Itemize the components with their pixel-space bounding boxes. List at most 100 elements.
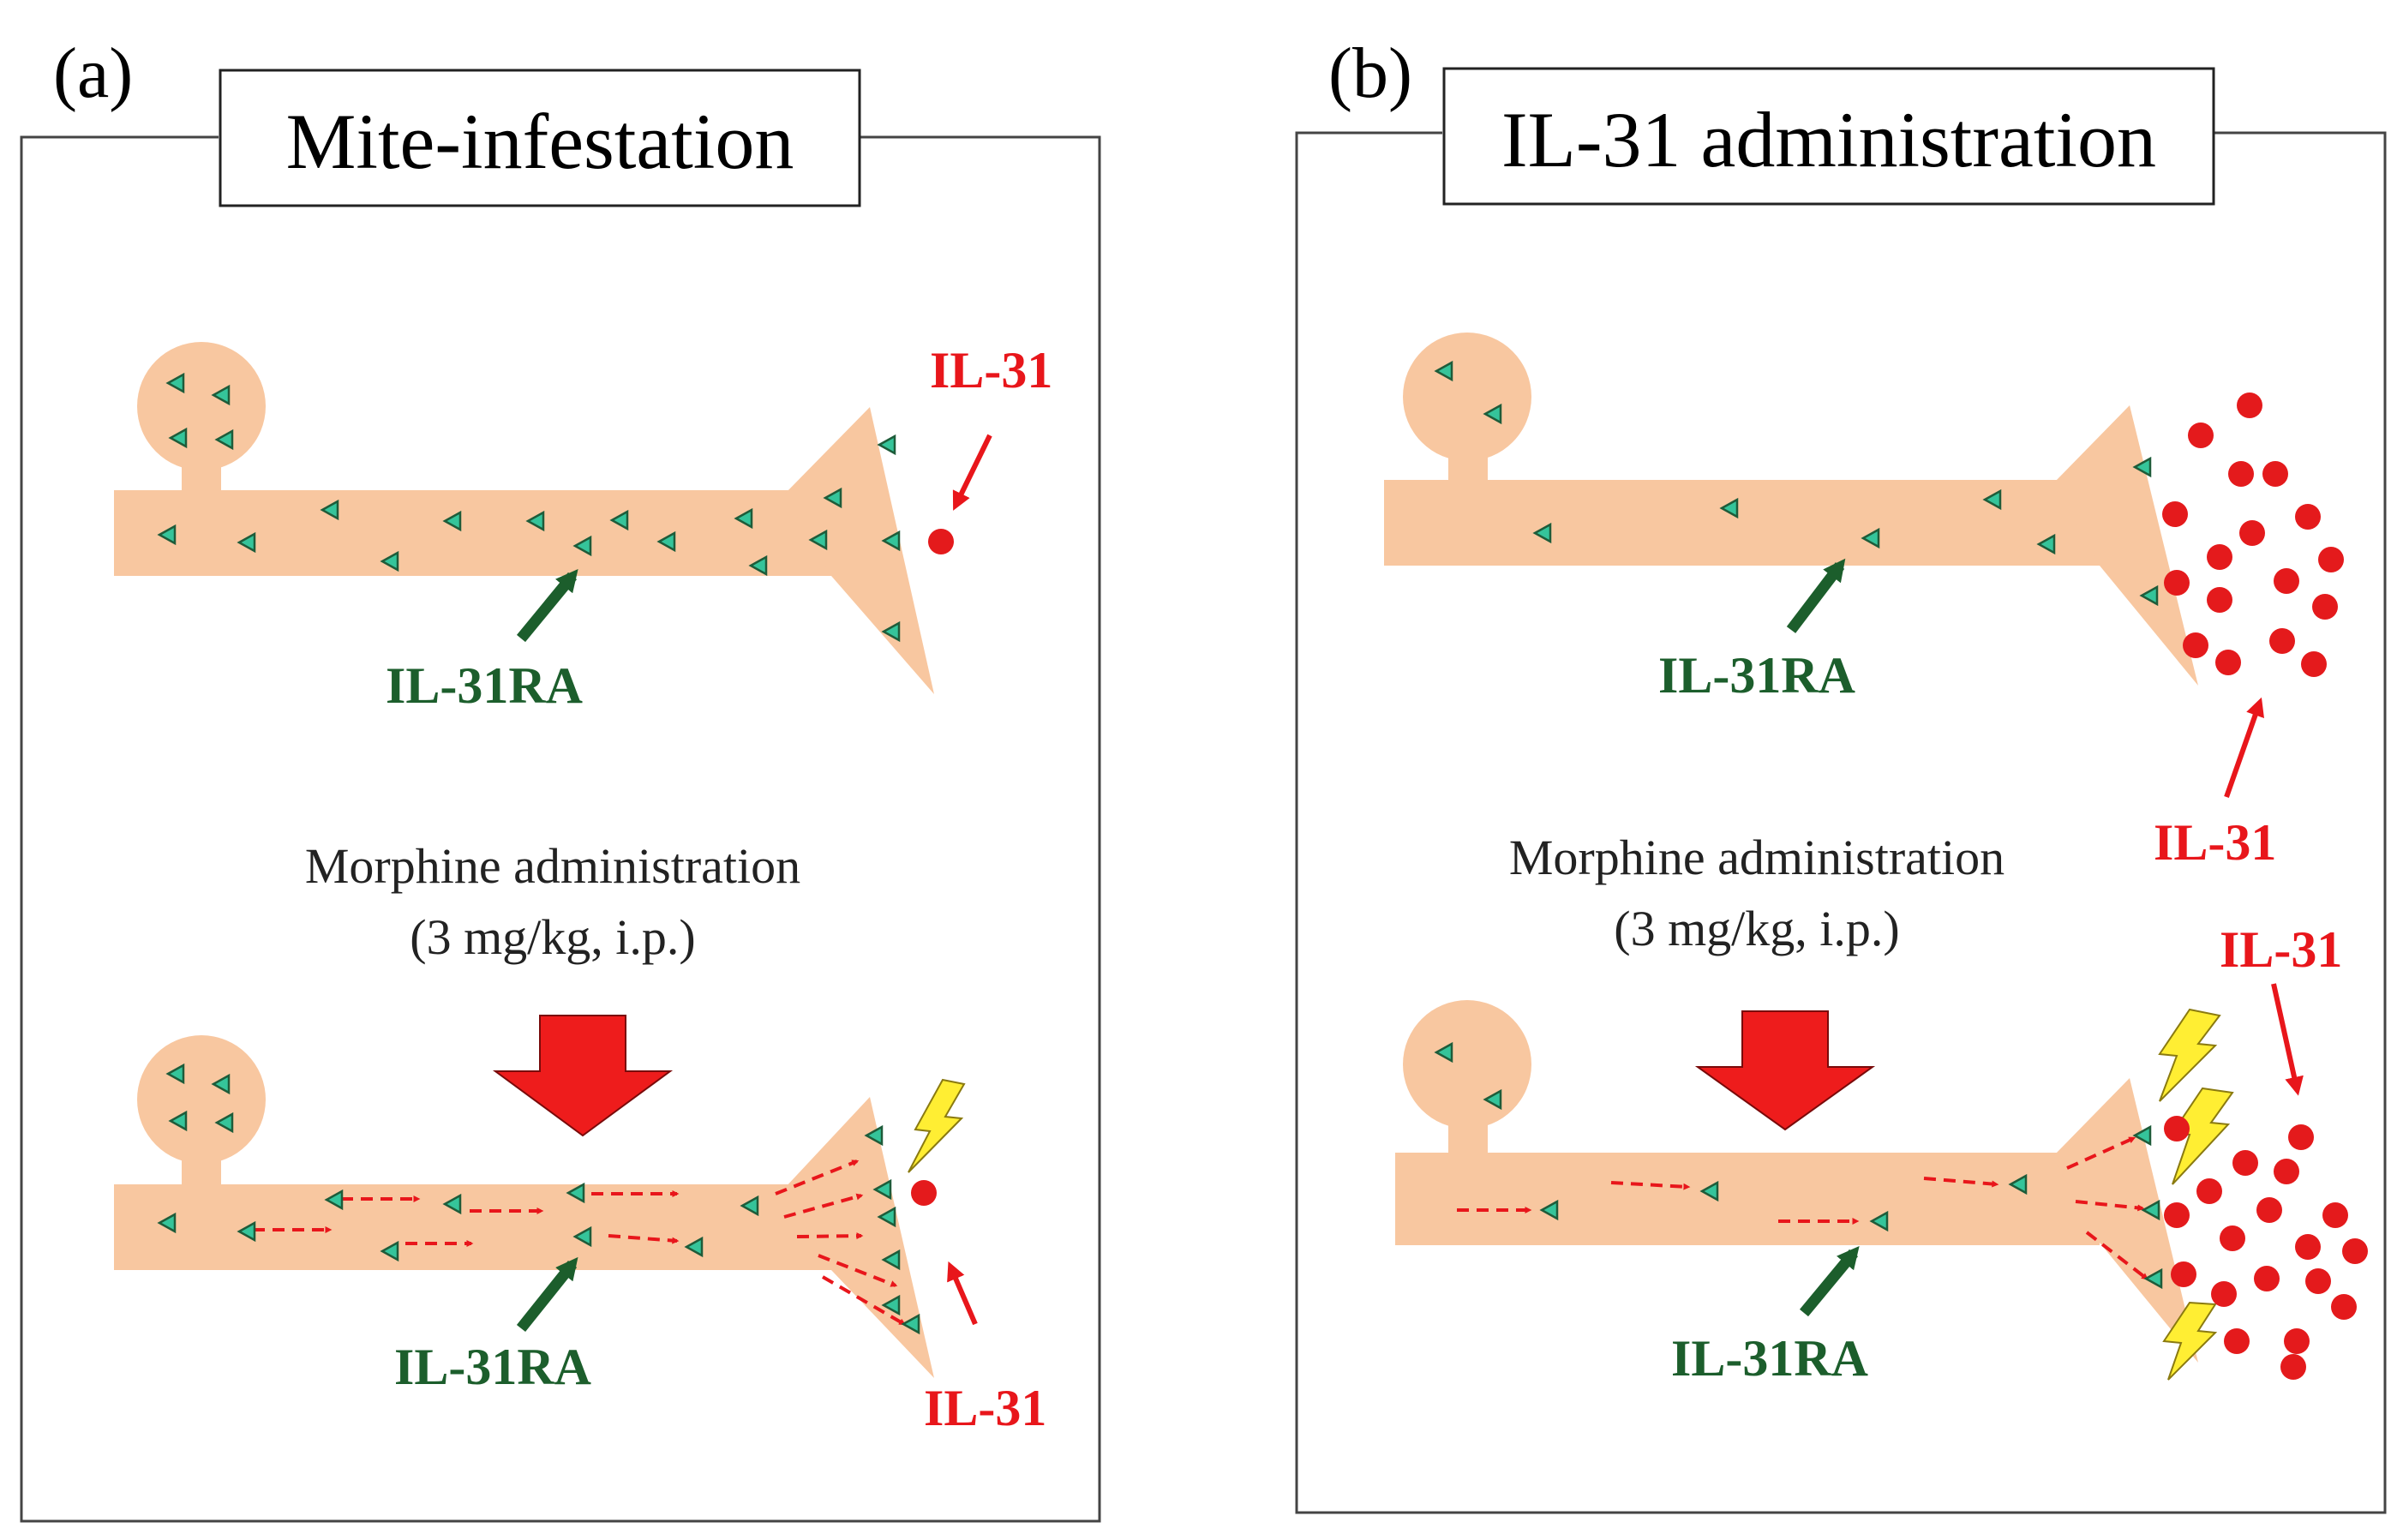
il31-pointer-arrow: [952, 434, 992, 511]
signal-dashed-arrows: [1457, 1136, 2148, 1280]
il31-molecule-cluster: [2164, 1116, 2368, 1380]
neuron-axon: [1384, 480, 2100, 566]
neuron-shape: [114, 342, 934, 694]
il31ra-receptor: [168, 1110, 188, 1132]
il31ra-receptor: [1434, 1041, 1453, 1064]
il31ra-receptor: [740, 1195, 759, 1217]
signal-arrow: [1923, 1177, 1999, 1188]
il31-molecule: [2280, 1354, 2306, 1380]
il31ra-receptor: [881, 620, 901, 643]
neuron-stalk: [182, 1148, 221, 1191]
il31ra-receptor: [808, 529, 828, 551]
panel-b-letter: (b): [1328, 33, 1412, 113]
lightning-icon: [908, 1078, 966, 1173]
il31ra-receptor: [168, 427, 188, 449]
panel-b-title: IL-31 administration: [1501, 96, 2156, 183]
il31ra-receptor: [157, 524, 177, 546]
il31-molecule: [2269, 628, 2295, 654]
il31ra-receptor: [609, 509, 629, 531]
il31-molecule: [2239, 520, 2265, 546]
il31ra-receptor: [2132, 1124, 2152, 1147]
panel-b-title-box: [1442, 67, 2215, 206]
il31-label: IL-31: [2154, 814, 2276, 871]
il31ra-receptor: [1532, 522, 1552, 544]
receptor-pointer-arrow: [516, 568, 578, 643]
il31ra-receptor: [823, 487, 842, 509]
il31-label: IL-31: [924, 1380, 1046, 1436]
receptor-pointer-arrow: [516, 1256, 578, 1333]
receptors: [157, 372, 901, 643]
panel-b-caption-line2: (3 mg/kg, i.p.): [1614, 901, 1899, 956]
panel-a-morphine-down-arrow: [492, 1015, 674, 1137]
panel-a-caption-line2: (3 mg/kg, i.p.): [410, 909, 695, 965]
il31-molecule: [2164, 1202, 2190, 1228]
receptors: [1434, 1041, 2163, 1290]
il31-molecule: [2274, 1159, 2299, 1184]
neuron-soma: [1403, 1000, 1531, 1129]
il31ra-receptor: [157, 1212, 177, 1234]
il31ra-receptor: [1982, 488, 2002, 511]
il31ra-receptor: [1483, 403, 1502, 425]
neuron-axon: [114, 490, 831, 576]
il31ra-receptor: [684, 1236, 704, 1258]
il31ra-receptor: [2008, 1173, 2028, 1195]
il31-molecule: [2301, 651, 2327, 677]
il31-molecule: [911, 1180, 937, 1206]
il31-molecule: [2331, 1294, 2357, 1320]
signal-arrow: [796, 1232, 864, 1240]
il31ra-receptor: [1869, 1210, 1889, 1232]
il31-molecule: [2171, 1261, 2196, 1287]
il31-molecule: [2256, 1197, 2282, 1223]
il31ra-receptor: [237, 531, 256, 554]
signal-arrow: [821, 1275, 907, 1326]
panel-a-bottom-neuron: IL-31 IL-31RA: [114, 1035, 1046, 1436]
il31-molecule: [2183, 632, 2208, 658]
il31ra-receptor: [211, 1073, 231, 1095]
neuron-soma: [137, 342, 266, 470]
neuron-terminal: [2052, 405, 2198, 686]
il31ra-receptor: [2132, 456, 2152, 478]
il31ra-receptor: [320, 499, 339, 521]
il31-molecule: [2284, 1328, 2310, 1354]
panel-b-frame: [1295, 131, 2387, 1514]
panel-b-top-neuron: IL-31 IL-31RA: [1384, 333, 2344, 871]
il31ra-receptor: [877, 434, 896, 456]
lightning-icons: [2158, 1008, 2234, 1381]
il31ra-receptor: [864, 1124, 884, 1147]
il31-pointer-arrow: [947, 1261, 978, 1326]
receptors: [157, 1063, 920, 1335]
il31-molecule: [2288, 1124, 2314, 1150]
il31-molecule: [2228, 461, 2254, 487]
neuron-stalk: [1448, 1114, 1488, 1157]
panel-a-top-neuron: IL-31 IL-31RA: [114, 342, 1052, 714]
il31-molecule: [2237, 392, 2262, 418]
receptor-pointer-arrow: [1786, 558, 1846, 633]
panel-b: (b) IL-31 administration: [1295, 33, 2387, 1514]
il31ra-receptor: [881, 1249, 901, 1271]
il31ra-receptor: [656, 530, 676, 553]
il31-molecule: [2211, 1281, 2237, 1307]
il31ra-receptor: [1434, 360, 1453, 382]
signal-arrow: [775, 1159, 860, 1195]
il31ra-receptor: [237, 1220, 256, 1243]
signal-arrow: [608, 1234, 680, 1244]
il31ra-label: IL-31RA: [386, 657, 583, 714]
il31ra-label: IL-31RA: [394, 1339, 591, 1395]
il31-molecule: [928, 529, 954, 554]
neuron-axon: [114, 1184, 831, 1270]
il31-molecule: [2220, 1225, 2245, 1251]
il31-molecule: [2207, 544, 2232, 570]
signal-arrow: [783, 1193, 864, 1219]
il31-molecule: [2224, 1328, 2250, 1354]
il31ra-receptor: [572, 535, 592, 557]
il31ra-receptor: [1539, 1199, 1559, 1221]
il31ra-receptor: [572, 1225, 592, 1248]
il31ra-label: IL-31RA: [1658, 647, 1855, 704]
il31-molecule: [2232, 1150, 2258, 1176]
neuron-shape: [1395, 1000, 2198, 1363]
il31-molecule: [2254, 1266, 2280, 1291]
lightning-icon: [2162, 1301, 2218, 1381]
signal-arrow: [2066, 1136, 2136, 1170]
neuron-stalk: [182, 452, 221, 495]
signal-arrow: [2085, 1231, 2148, 1280]
